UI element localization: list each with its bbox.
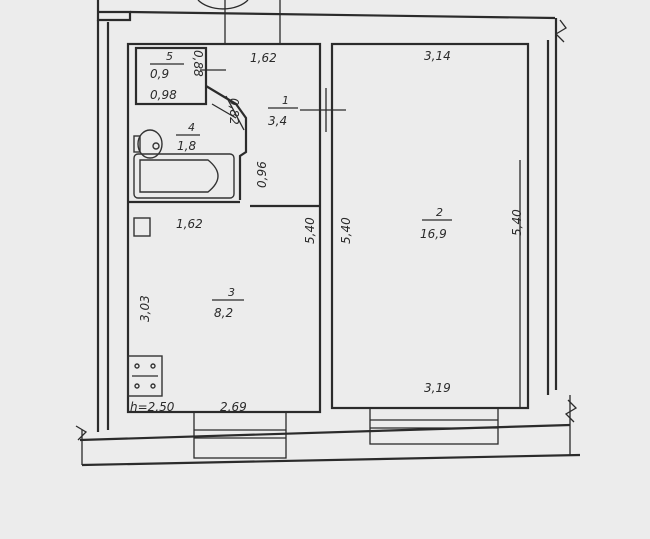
room-3-bottom: 2,69 <box>220 400 247 414</box>
outer-walls <box>75 0 581 467</box>
bathtub-icon <box>133 153 235 199</box>
toilet-icon <box>133 129 163 159</box>
room-4-number: 4 <box>188 121 195 134</box>
room-2: 3,14 5,40 2 16,9 5,40 3,19 <box>339 49 524 395</box>
room-5-depth: 0,88 <box>191 50 205 77</box>
sink-icon <box>133 217 151 237</box>
room-2-right: 5,40 <box>510 209 524 236</box>
stove-icon <box>127 355 163 397</box>
room-walls <box>126 42 530 459</box>
room-5: 5 0,9 0,98 0,88 <box>150 50 205 102</box>
room-1-number: 1 <box>282 94 289 107</box>
room-4-diag: 0,82 <box>227 98 241 125</box>
room-2-bottom: 3,19 <box>424 381 451 395</box>
room-4-depth: 0,96 <box>255 161 269 188</box>
room-1-area: 3,4 <box>268 114 287 128</box>
room-4: 4 1,8 0,82 0,96 <box>176 98 269 188</box>
room-4-area: 1,8 <box>177 139 196 153</box>
room-3-side: 3,03 <box>138 295 152 322</box>
room-5-area: 0,9 <box>150 67 169 81</box>
fixtures <box>127 129 235 397</box>
room-2-area: 16,9 <box>420 227 447 241</box>
room-3-top: 1,62 <box>176 217 203 231</box>
room-2-left: 5,40 <box>339 217 353 244</box>
corridor-side: 5,40 <box>303 217 317 244</box>
room-3-number: 3 <box>228 286 235 299</box>
room-1: 1,62 1 3,4 <box>250 51 298 128</box>
room-5-number: 5 <box>166 50 173 63</box>
room-5-width: 0,98 <box>150 88 177 102</box>
room-2-top: 3,14 <box>424 49 451 63</box>
ceiling-height: h=2,50 <box>130 400 175 414</box>
room-2-number: 2 <box>436 206 443 219</box>
room-3-area: 8,2 <box>214 306 233 320</box>
room-3: 1,62 3,03 3 8,2 h=2,50 2,69 5,40 <box>130 217 317 414</box>
room-1-top: 1,62 <box>250 51 277 65</box>
